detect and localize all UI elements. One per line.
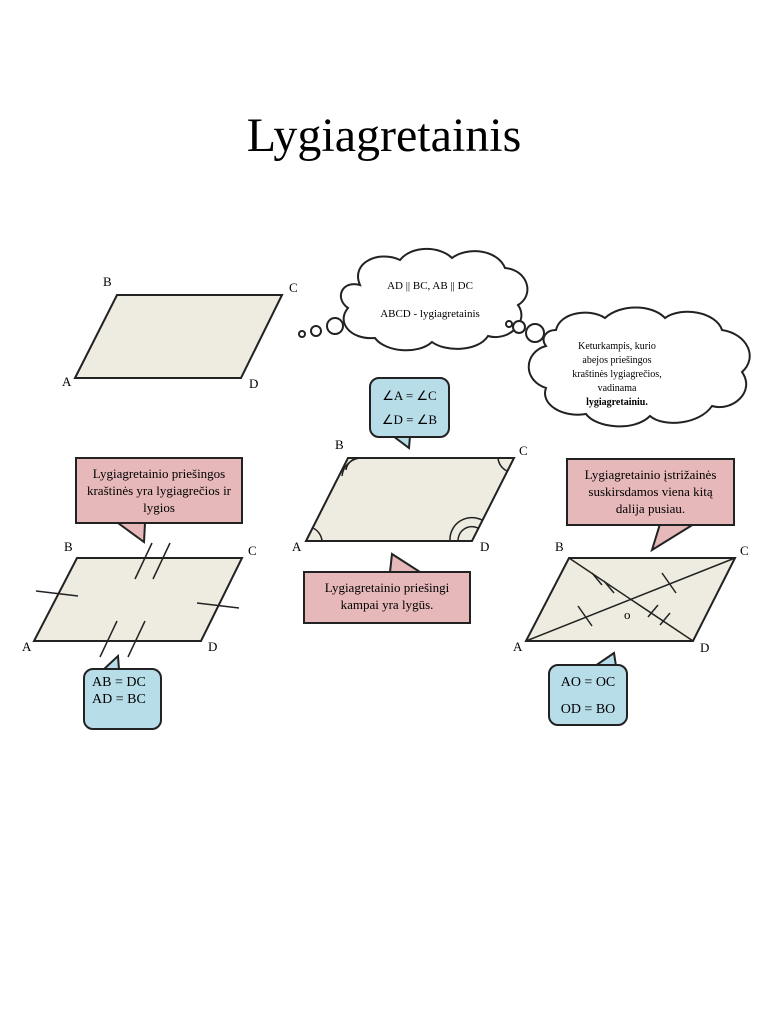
tick-od-1 <box>647 604 659 618</box>
middle-caption-tail <box>388 552 424 573</box>
left-caption-text: Lygiagretainio priešingos kraštinės yra … <box>86 466 232 515</box>
top-label-d: D <box>249 376 258 391</box>
top-label-a: A <box>62 374 72 389</box>
middle-label-b: B <box>335 437 344 452</box>
page-title: Lygiagretainis <box>246 109 522 162</box>
cloud1-line1: AD || BC, AB || DC <box>387 280 473 292</box>
sides-line2: AD = BC <box>92 692 146 707</box>
cloud2-bold: lygiagretainiu. <box>586 397 648 408</box>
right-label-a: A <box>513 639 523 654</box>
tick-right-side <box>196 602 240 609</box>
left-label-a: A <box>22 639 32 654</box>
angles-line2: ∠D = ∠B <box>381 412 438 427</box>
right-label-c: C <box>740 543 749 558</box>
diag-line1: AO = OC <box>560 675 616 690</box>
thought-cloud-2 <box>505 306 751 428</box>
tick-top-2 <box>152 542 171 580</box>
left-label-c: C <box>248 543 257 558</box>
left-parallelogram <box>32 557 244 642</box>
left-label-b: B <box>64 539 73 554</box>
diag-line2: OD = BO <box>560 702 616 717</box>
right-caption-tail <box>650 523 698 553</box>
diagonal-bd <box>568 557 694 642</box>
left-caption-box: Lygiagretainio priešingos kraštinės yra … <box>75 457 243 524</box>
left-caption-tail <box>114 522 147 544</box>
middle-caption-text: Lygiagretainio priešingi kampai yra lygū… <box>324 580 450 612</box>
tick-bottom-1 <box>99 620 118 658</box>
middle-parallelogram <box>304 457 516 542</box>
tick-bottom-2 <box>127 620 146 658</box>
right-label-o: o <box>624 607 631 622</box>
tick-ao <box>577 605 593 627</box>
middle-label-c: C <box>519 443 528 458</box>
sides-box: AB = DC AD = BC <box>83 668 162 730</box>
sides-line1: AB = DC <box>92 675 146 690</box>
angles-line1: ∠A = ∠C <box>382 388 437 403</box>
angles-box: ∠A = ∠C ∠D = ∠B <box>369 377 450 438</box>
tick-od-2 <box>659 612 671 626</box>
thought-cloud-2-text: Keturkampis, kurio abejos priešingos kra… <box>566 340 668 410</box>
right-label-b: B <box>555 539 564 554</box>
middle-label-d: D <box>480 539 489 554</box>
right-caption-text: Lygiagretainio įstrižainės suskirsdamos … <box>584 467 717 516</box>
tick-oc <box>661 572 677 594</box>
cloud1-line2: ABCD - lygiagretainis <box>380 308 480 320</box>
right-caption-box: Lygiagretainio įstrižainės suskirsdamos … <box>566 458 735 526</box>
top-label-b: B <box>103 274 112 289</box>
right-label-d: D <box>700 640 709 655</box>
angle-arc-d-1 <box>457 525 479 542</box>
tick-left-side <box>35 590 79 597</box>
thought-cloud-1 <box>298 247 529 352</box>
angle-arc-c <box>497 457 508 472</box>
thought-cloud-1-text: AD || BC, AB || DC ABCD - lygiagretainis <box>355 279 505 321</box>
cloud2-text: Keturkampis, kurio abejos priešingos kra… <box>572 341 662 394</box>
angle-arc-b-2 <box>341 457 363 477</box>
tick-bo-1 <box>591 572 603 586</box>
left-label-d: D <box>208 639 217 654</box>
top-label-c: C <box>289 280 298 295</box>
middle-caption-box: Lygiagretainio priešingi kampai yra lygū… <box>303 571 471 624</box>
angle-arc-a <box>312 527 323 542</box>
tick-top-1 <box>134 542 153 580</box>
diag-box: AO = OC OD = BO <box>548 664 628 726</box>
top-parallelogram <box>73 294 284 379</box>
tick-bo-2 <box>603 580 615 594</box>
angle-arc-d-2 <box>449 516 483 542</box>
middle-label-a: A <box>292 539 302 554</box>
